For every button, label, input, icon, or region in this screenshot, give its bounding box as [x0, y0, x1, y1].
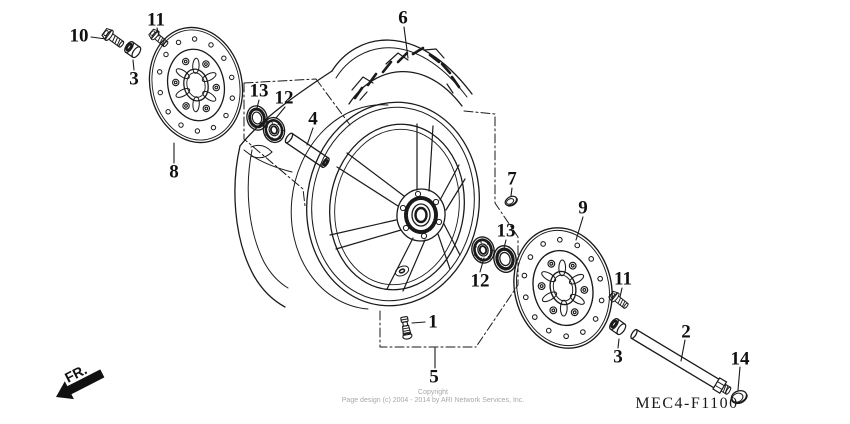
callout-8: 8 — [169, 161, 179, 183]
diagram-code: MEC4-F1100 — [635, 395, 739, 412]
callout-13-left: 13 — [249, 80, 269, 102]
callout-10: 10 — [69, 25, 89, 47]
callout-6: 6 — [398, 7, 408, 29]
leader-lines — [90, 26, 741, 391]
bolt-10 — [100, 26, 127, 51]
collar-3-right — [606, 316, 629, 338]
cap-14 — [730, 389, 748, 405]
brake-disc-right — [500, 216, 626, 360]
callout-3-right: 3 — [613, 346, 623, 368]
callout-2: 2 — [681, 321, 691, 343]
cap-7 — [504, 195, 518, 207]
callout-13-right: 13 — [496, 220, 516, 242]
callout-12-right: 12 — [470, 270, 490, 292]
front-direction-arrow: FR. — [56, 361, 105, 400]
callout-7: 7 — [507, 168, 517, 190]
brake-disc-left — [138, 18, 254, 152]
callout-12-left: 12 — [274, 87, 294, 109]
wheel-spokes — [329, 123, 466, 292]
valve-stem-1 — [400, 316, 413, 340]
copyright-notice: Copyright Page design (c) 2004 - 2014 by… — [342, 389, 524, 405]
callout-14: 14 — [730, 348, 750, 370]
callout-3-left: 3 — [129, 68, 139, 90]
axle-2 — [630, 328, 732, 395]
copyright-line1: Copyright — [418, 388, 448, 396]
spacer-4 — [284, 132, 330, 168]
wheel-hub — [396, 188, 446, 242]
arrow-icon — [56, 369, 105, 400]
callout-9: 9 — [578, 197, 588, 219]
wheel-illustration — [290, 101, 480, 310]
copyright-line2: Page design (c) 2004 - 2014 by ARI Netwo… — [341, 397, 525, 404]
bearing-12-right — [467, 233, 499, 267]
callout-11-left: 11 — [147, 9, 165, 31]
callout-5: 5 — [429, 366, 439, 388]
tire-illustration — [234, 39, 473, 308]
callout-11-right: 11 — [614, 268, 632, 290]
callout-1: 1 — [428, 311, 438, 333]
collar-3-left — [121, 39, 144, 61]
callout-4: 4 — [308, 108, 318, 130]
phantom-group-lines — [243, 78, 519, 348]
